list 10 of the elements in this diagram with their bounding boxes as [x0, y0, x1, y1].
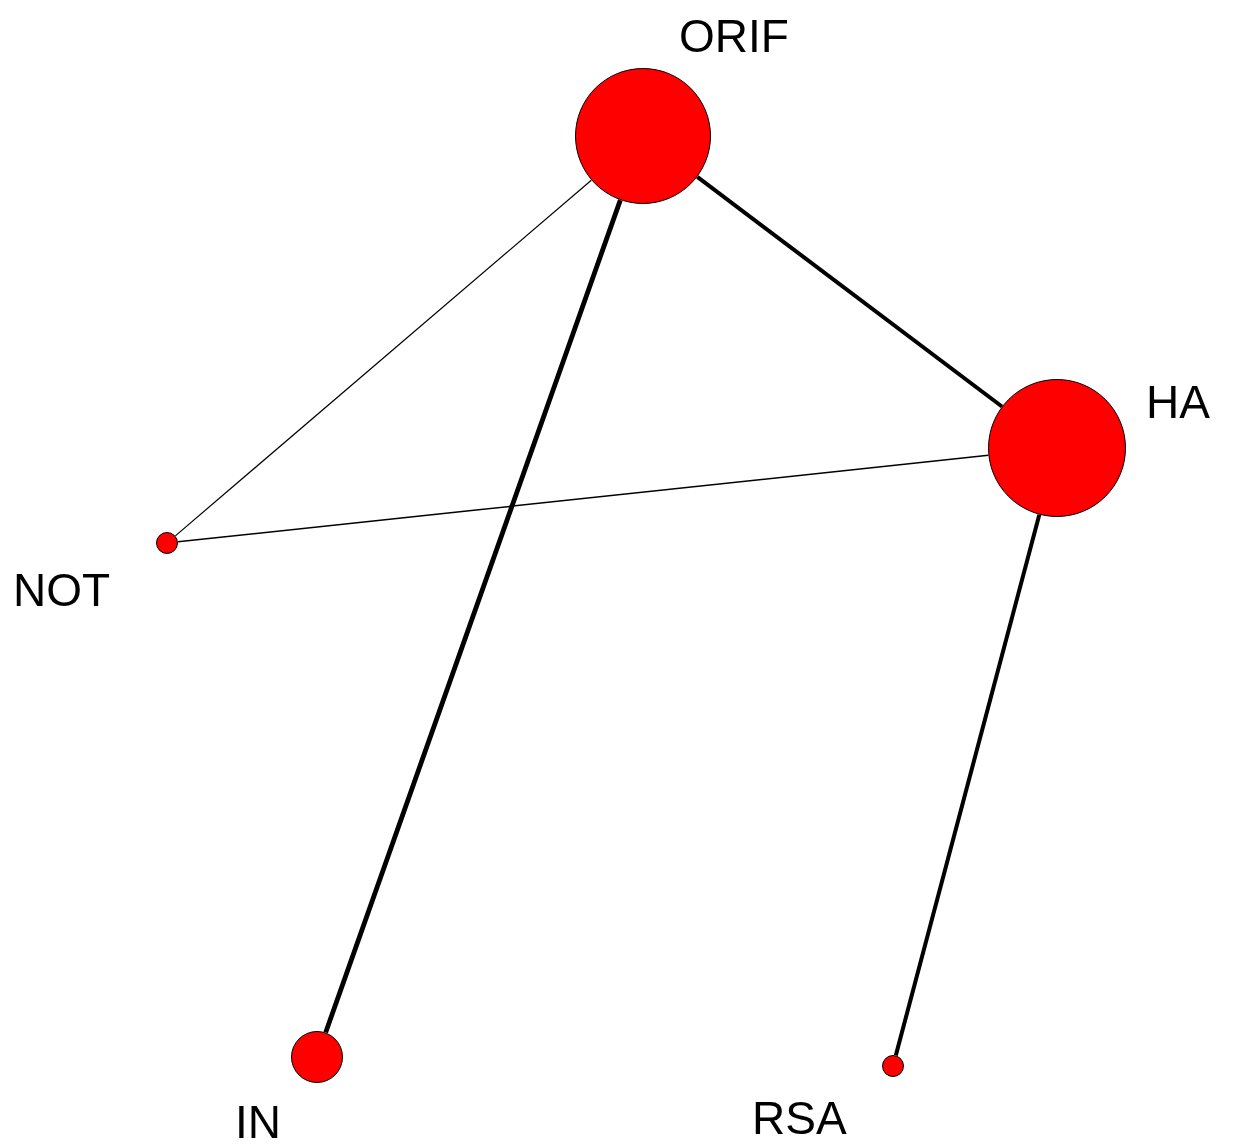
- node-label: IN: [235, 1099, 281, 1145]
- network-edge: [696, 175, 1004, 409]
- network-edge: [174, 179, 592, 537]
- node-label: ORIF: [679, 13, 789, 59]
- network-edge: [177, 454, 990, 543]
- network-edge: [893, 514, 1042, 1056]
- node-label: NOT: [13, 567, 111, 613]
- node-label: RSA: [752, 1095, 847, 1141]
- node-label: HA: [1146, 379, 1210, 425]
- network-edge: [323, 199, 623, 1034]
